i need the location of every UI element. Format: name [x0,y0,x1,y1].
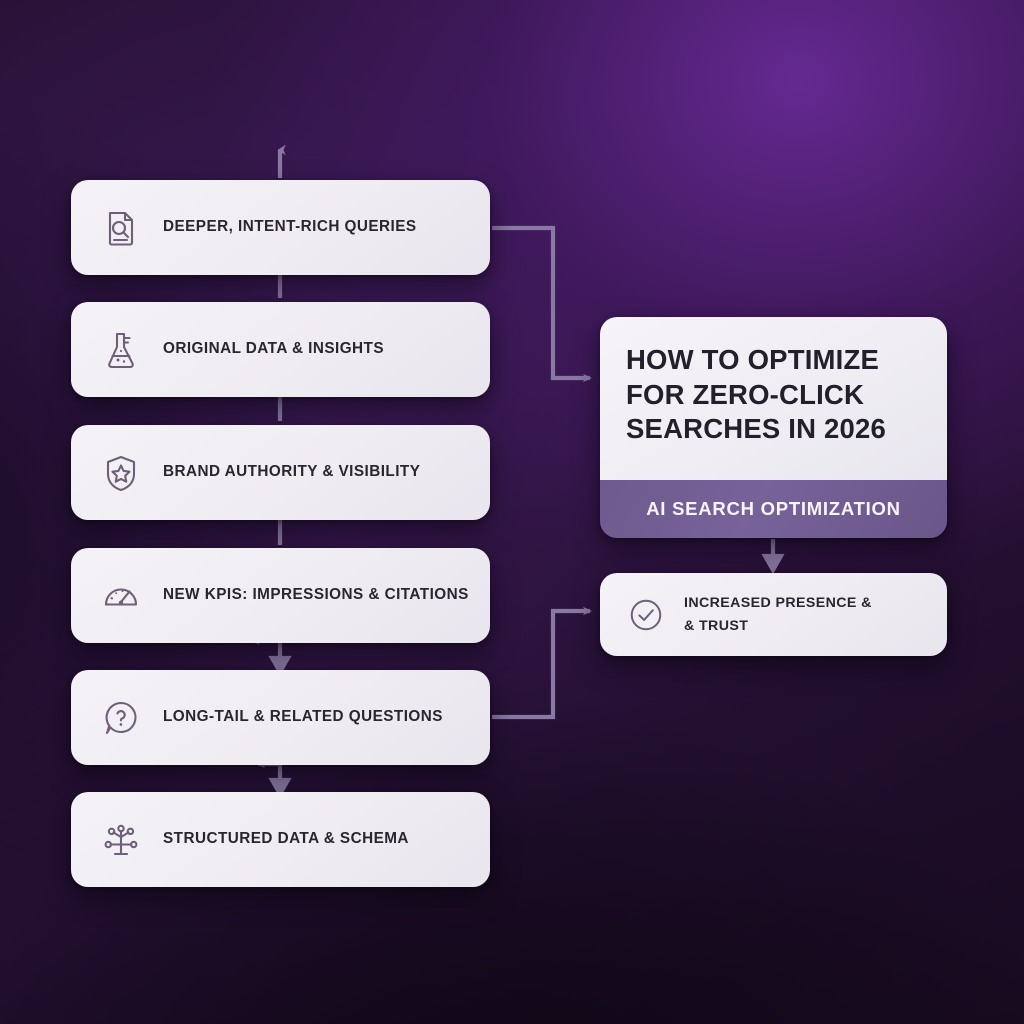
factor-label: BRAND AUTHORITY & VISIBILITY [163,463,421,481]
factor-card-original-data-insights[interactable]: ORIGINAL DATA & INSIGHTS [71,302,490,397]
title-line-1: HOW TO OPTIMIZE [626,344,880,375]
title-card: HOW TO OPTIMIZE FOR ZERO-CLICK SEARCHES … [600,317,947,538]
factor-label: DEEPER, INTENT-RICH QUERIES [163,218,417,236]
arrow-card4-to-card5 [268,641,292,677]
result-card[interactable]: INCREASED PRESENCE & & TRUST [600,573,947,656]
factor-label: NEW KPIS: IMPRESSIONS & CITATIONS [163,586,469,604]
factor-card-structured-data-schema[interactable]: STRUCTURED DATA & SCHEMA [71,792,490,887]
title-line-2: FOR ZERO-CLICK [626,378,865,410]
document-search-icon [99,206,143,250]
result-card-label: INCREASED PRESENCE & & TRUST [684,592,872,638]
arrow-title-to-result [761,539,785,575]
factor-card-brand-authority-visibility[interactable]: BRAND AUTHORITY & VISIBILITY [71,425,490,520]
factor-label: LONG-TAIL & RELATED QUESTIONS [163,708,443,726]
title-card-band: AI SEARCH OPTIMIZATION [600,480,947,538]
flask-icon [99,328,143,372]
arrow-card5-to-card6 [268,764,292,799]
gauge-icon [99,574,143,618]
result-line-1: INCREASED PRESENCE & [684,594,872,611]
factor-card-long-tail-related-questions[interactable]: LONG-TAIL & RELATED QUESTIONS [71,670,490,765]
factor-label: ORIGINAL DATA & INSIGHTS [163,340,384,358]
check-circle-icon [624,593,668,637]
title-line-3: SEARCHES IN 2026 [626,413,886,445]
result-line-2: & TRUST [684,617,749,634]
connector-card1-to-title [492,225,593,383]
shield-star-icon [99,451,143,495]
title-card-body: HOW TO OPTIMIZE FOR ZERO-CLICK SEARCHES … [600,317,947,480]
factor-label: STRUCTURED DATA & SCHEMA [163,830,409,848]
schema-node-icon [99,818,143,862]
question-bubble-icon [99,696,143,740]
title-band-label: AI SEARCH OPTIMIZATION [646,498,901,519]
factor-card-deeper-intent-rich-queries[interactable]: DEEPER, INTENT-RICH QUERIES [71,180,490,275]
factor-card-new-kpis[interactable]: NEW KPIS: IMPRESSIONS & CITATIONS [71,548,490,643]
connector-card5-to-result [492,606,593,720]
